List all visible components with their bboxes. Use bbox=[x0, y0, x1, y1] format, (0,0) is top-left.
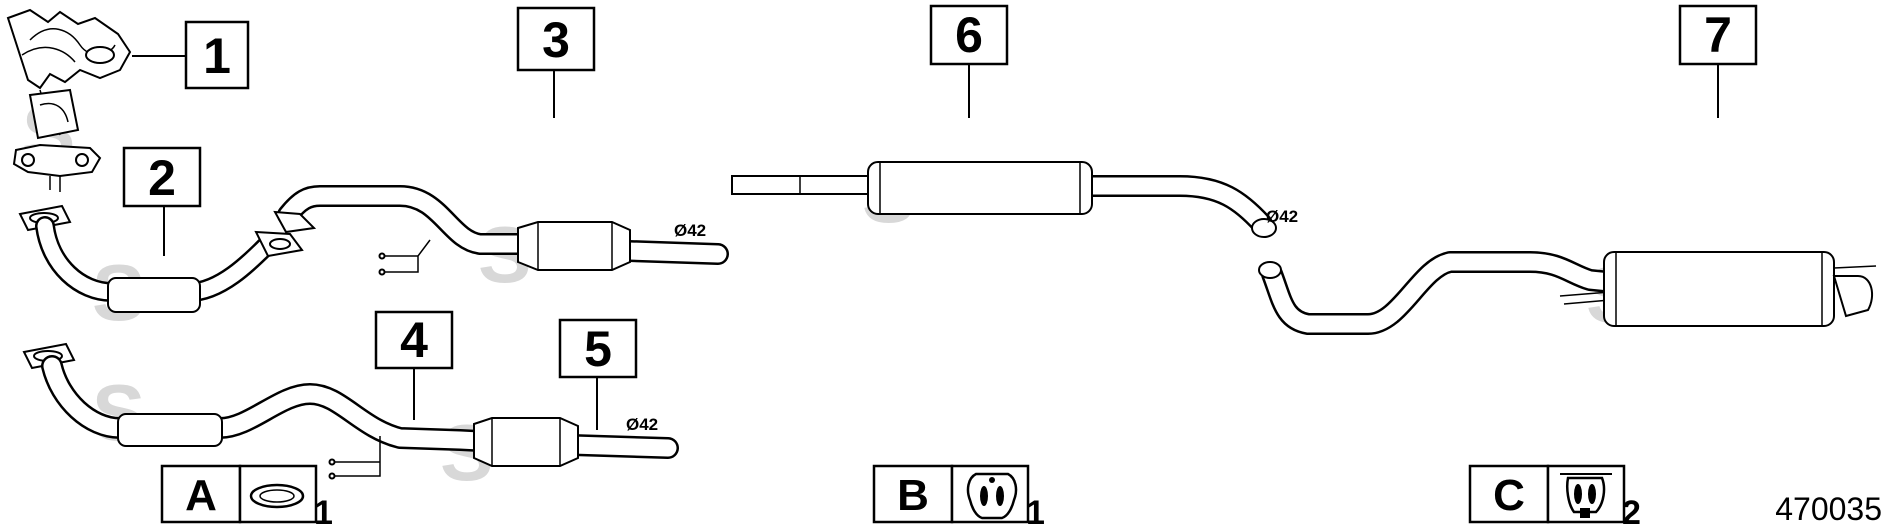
clamp-hanger-icon bbox=[1560, 473, 1612, 518]
callout-1: 1 bbox=[184, 20, 250, 90]
diameter-label: Ø42 bbox=[626, 415, 658, 434]
callout-number: 3 bbox=[542, 12, 570, 68]
callout-number: 6 bbox=[955, 7, 983, 63]
callout-number: 5 bbox=[584, 321, 612, 377]
part-front-pipe bbox=[18, 204, 304, 313]
legend-quantity: 1 bbox=[1026, 494, 1045, 529]
callout-6: 6 bbox=[929, 4, 1009, 66]
callout-4: 4 bbox=[374, 310, 454, 370]
legend-a: A 1 bbox=[160, 464, 333, 529]
legend-letter: B bbox=[897, 471, 929, 520]
watermarks: S S S S S S S bbox=[22, 88, 1639, 497]
leader-lines bbox=[132, 55, 1719, 430]
callout-number: 1 bbox=[203, 28, 231, 84]
callout-2: 2 bbox=[122, 146, 202, 208]
diagram-reference-number: 470035 bbox=[1775, 491, 1882, 527]
part-catalytic-pipe-lower bbox=[22, 342, 679, 480]
gasket-ring-icon bbox=[249, 483, 305, 509]
part-catalytic-pipe-upper bbox=[273, 185, 729, 276]
diameter-label: Ø42 bbox=[674, 221, 706, 240]
legend-c: C 2 bbox=[1468, 464, 1641, 529]
part-exhaust-manifold bbox=[6, 8, 132, 192]
legend-b: B 1 bbox=[872, 464, 1045, 529]
callout-7: 7 bbox=[1678, 4, 1758, 66]
part-rear-muffler bbox=[1258, 251, 1877, 335]
legend-letter: A bbox=[185, 471, 217, 520]
callout-3: 3 bbox=[516, 6, 596, 72]
diameter-label: Ø42 bbox=[1266, 207, 1298, 226]
callout-5: 5 bbox=[558, 318, 638, 379]
part-intermediate-muffler bbox=[731, 161, 1277, 238]
callout-number: 4 bbox=[400, 312, 428, 368]
callout-number: 2 bbox=[148, 150, 176, 206]
rubber-hanger-icon bbox=[966, 472, 1018, 520]
legend-quantity: 2 bbox=[1622, 494, 1641, 529]
legend-quantity: 1 bbox=[314, 494, 333, 529]
callout-number: 7 bbox=[1704, 7, 1732, 63]
legend-letter: C bbox=[1493, 471, 1525, 520]
